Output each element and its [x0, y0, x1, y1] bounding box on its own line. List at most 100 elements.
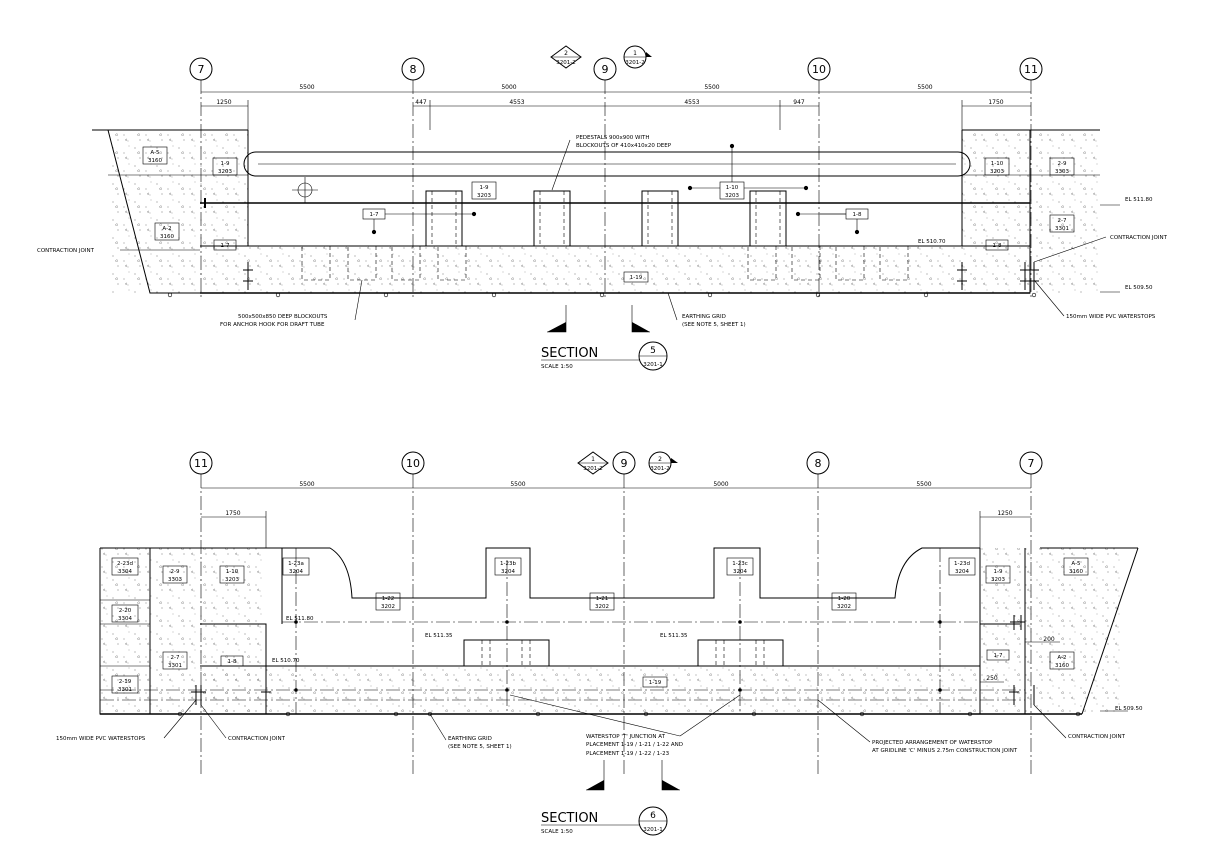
svg-text:3203: 3203 — [990, 169, 1004, 175]
section-cut-arrow — [632, 322, 650, 332]
section-callout-a: 2 3201-2 — [550, 45, 582, 69]
svg-text:3204: 3204 — [289, 569, 303, 575]
svg-text:1-10: 1-10 — [226, 569, 239, 575]
svg-text:3201-2: 3201-2 — [625, 60, 644, 66]
svg-text:1-8: 1-8 — [853, 212, 862, 218]
svg-text:FOR ANCHOR HOOK FOR DRAFT TUBE: FOR ANCHOR HOOK FOR DRAFT TUBE — [220, 322, 325, 328]
svg-text:1-9: 1-9 — [480, 185, 489, 191]
svg-text:3203: 3203 — [477, 193, 491, 199]
svg-text:3201-2: 3201-2 — [583, 466, 602, 472]
svg-text:500x500x850 DEEP BLOCKOUTS: 500x500x850 DEEP BLOCKOUTS — [238, 314, 328, 320]
section-6: 11 10 9 8 7 1 3201-2 2 3201-2 5500 5500 — [56, 451, 1143, 836]
svg-text:3304: 3304 — [118, 569, 132, 575]
gridlines-s6 — [200, 474, 1032, 775]
grid-label: 9 — [621, 457, 628, 470]
grid-label: 10 — [812, 63, 826, 76]
dim: 1250 — [216, 99, 231, 106]
svg-text:SCALE 1:50: SCALE 1:50 — [541, 829, 573, 835]
svg-text:3202: 3202 — [837, 604, 851, 610]
svg-text:2: 2 — [564, 50, 568, 57]
svg-text:SCALE 1:50: SCALE 1:50 — [541, 364, 573, 370]
grid-label: 7 — [198, 63, 205, 76]
crosshair-icon — [292, 177, 318, 203]
svg-text:3203: 3203 — [218, 169, 232, 175]
svg-text:1-8: 1-8 — [228, 659, 237, 665]
dim: 447 — [415, 99, 427, 106]
svg-text:1-10: 1-10 — [991, 161, 1004, 167]
svg-text:PLACEMENT 1-19 / 1-22 / 1-23: PLACEMENT 1-19 / 1-22 / 1-23 — [586, 751, 670, 757]
svg-text:1-8: 1-8 — [993, 243, 1002, 249]
svg-text:150mm WIDE PVC WATERSTOPS: 150mm WIDE PVC WATERSTOPS — [56, 736, 146, 742]
svg-text:1-9: 1-9 — [994, 569, 1003, 575]
svg-text:3201-2: 3201-2 — [556, 60, 575, 66]
svg-text:A-2: A-2 — [162, 226, 171, 232]
section-cut-arrow — [586, 780, 604, 790]
svg-text:150mm WIDE PVC WATERSTOPS: 150mm WIDE PVC WATERSTOPS — [1066, 314, 1156, 320]
svg-text:PLACEMENT 1-19 / 1-21 / 1-22 A: PLACEMENT 1-19 / 1-21 / 1-22 AND — [586, 742, 683, 748]
svg-text:1-7: 1-7 — [221, 243, 230, 249]
section-6-title: SECTION SCALE 1:50 6 3201-1 — [541, 806, 668, 836]
section-callout-b: 1 3201-2 — [623, 45, 652, 69]
svg-text:2-7: 2-7 — [171, 655, 180, 661]
dim: 250 — [986, 675, 998, 682]
svg-text:EL 511.35: EL 511.35 — [660, 633, 688, 639]
svg-text:3201-1: 3201-1 — [643, 827, 662, 833]
svg-text:1-23d: 1-23d — [954, 561, 970, 567]
waterstops-s5 — [204, 198, 1039, 290]
svg-text:3204: 3204 — [955, 569, 969, 575]
earthing-grid-s6 — [177, 711, 1081, 717]
svg-text:EL 511.80: EL 511.80 — [286, 616, 314, 622]
dim: 5500 — [917, 84, 932, 91]
grid-label: 8 — [410, 63, 417, 76]
section-callout-b: 2 3201-2 — [648, 451, 678, 475]
svg-text:3202: 3202 — [381, 604, 395, 610]
svg-text:1-22: 1-22 — [382, 596, 394, 602]
svg-text:1-21: 1-21 — [596, 596, 608, 602]
svg-text:3304: 3304 — [118, 616, 132, 622]
section-5: 7 8 9 10 11 2 3201-2 1 3201-2 5500 5000 — [37, 45, 1168, 371]
svg-text:BLOCKOUTS OF 410x410x20 DEEP: BLOCKOUTS OF 410x410x20 DEEP — [576, 143, 672, 149]
waterstops-s6 — [191, 615, 1035, 705]
svg-text:SECTION: SECTION — [541, 346, 598, 361]
svg-text:2-9: 2-9 — [171, 569, 180, 575]
dim: 5000 — [713, 481, 728, 488]
svg-text:3202: 3202 — [595, 604, 609, 610]
dim: 5500 — [510, 481, 525, 488]
dim: 1750 — [225, 510, 240, 517]
svg-text:3160: 3160 — [1069, 569, 1083, 575]
svg-text:1: 1 — [633, 50, 637, 57]
dim: 5000 — [501, 84, 516, 91]
svg-text:2-7: 2-7 — [1058, 218, 1067, 224]
grid-bubbles-s5: 7 8 9 10 11 — [189, 57, 1043, 81]
dim: 1750 — [988, 99, 1003, 106]
dim: 1250 — [997, 510, 1012, 517]
dim: 5500 — [299, 84, 314, 91]
svg-text:1-19: 1-19 — [649, 680, 662, 686]
gridlines-s5 — [200, 80, 1032, 300]
svg-text:CONTRACTION JOINT: CONTRACTION JOINT — [1068, 734, 1126, 740]
svg-text:3203: 3203 — [225, 577, 239, 583]
svg-text:1-19: 1-19 — [630, 275, 643, 281]
grid-label: 8 — [815, 457, 822, 470]
dim: 5500 — [704, 84, 719, 91]
svg-text:SECTION: SECTION — [541, 811, 598, 826]
svg-text:EARTHING GRID: EARTHING GRID — [682, 314, 726, 320]
earthing-grid-s5 — [167, 292, 1037, 298]
dim: 4553 — [509, 99, 524, 106]
notes-s5: PEDESTALS 900x900 WITH BLOCKOUTS OF 410x… — [37, 135, 1168, 328]
svg-text:EL 509.50: EL 509.50 — [1115, 706, 1143, 712]
svg-text:EL 511.35: EL 511.35 — [425, 633, 453, 639]
svg-text:1-9: 1-9 — [221, 161, 230, 167]
section-5-title: SECTION SCALE 1:50 5 3201-1 — [541, 341, 668, 371]
grid-label: 7 — [1028, 457, 1035, 470]
dim: 5500 — [299, 481, 314, 488]
junction-dots-s6 — [294, 620, 942, 692]
svg-text:EARTHING GRID: EARTHING GRID — [448, 736, 492, 742]
svg-text:3303: 3303 — [168, 577, 182, 583]
svg-text:1-23b: 1-23b — [500, 561, 516, 567]
svg-text:3201-1: 3201-1 — [643, 362, 662, 368]
svg-text:EL 509.50: EL 509.50 — [1125, 285, 1153, 291]
leaders-s5 — [120, 139, 1120, 321]
dim: 5500 — [916, 481, 931, 488]
